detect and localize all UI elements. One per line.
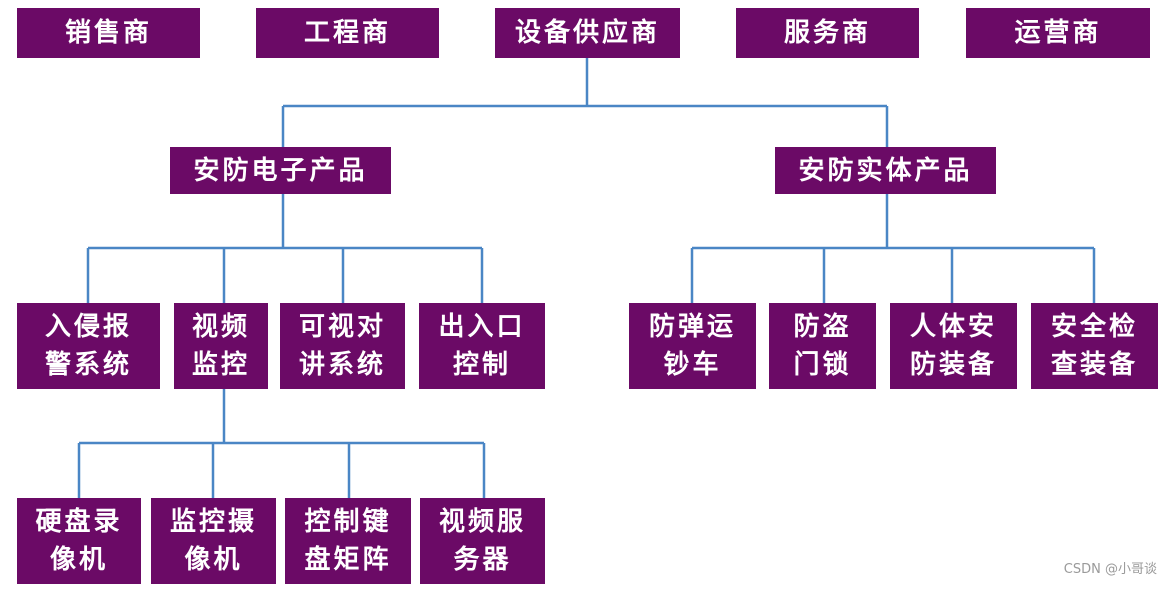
node-label-line2: 务器: [453, 545, 512, 575]
watermark: CSDN @小哥谈: [1063, 562, 1157, 577]
node-label-line1: 防盗: [793, 312, 852, 342]
node-video-intercom: 可视对 讲系统: [280, 303, 405, 389]
node-label-line2: 钞车: [663, 350, 722, 380]
node-keyboard-matrix: 控制键 盘矩阵: [285, 498, 411, 584]
node-intrusion-alarm: 入侵报 警系统: [17, 303, 160, 389]
node-distributor: 销售商: [17, 8, 200, 58]
node-dvr: 硬盘录 像机: [17, 498, 141, 584]
node-label-line2: 门锁: [793, 350, 852, 380]
node-video-server: 视频服 务器: [420, 498, 545, 584]
node-armored-vehicle: 防弹运 钞车: [629, 303, 756, 389]
node-label-line1: 入侵报: [44, 312, 132, 342]
node-label-line2: 像机: [49, 545, 108, 575]
node-label: 服务商: [783, 18, 871, 48]
node-video-surveillance: 视频 监控: [174, 303, 268, 389]
node-label-line2: 盘矩阵: [304, 545, 392, 575]
node-label-line1: 出入口: [438, 312, 526, 342]
node-label-line1: 防弹运: [648, 312, 736, 342]
node-label-line1: 硬盘录: [35, 507, 123, 537]
node-physical-products: 安防实体产品: [775, 147, 996, 194]
node-service-provider: 服务商: [736, 8, 919, 58]
node-label-line2: 像机: [184, 545, 243, 575]
node-body-protection: 人体安 防装备: [890, 303, 1017, 389]
node-access-control: 出入口 控制: [419, 303, 545, 389]
node-equipment-supplier: 设备供应商: [495, 8, 680, 58]
node-security-inspection: 安全检 查装备: [1031, 303, 1158, 389]
node-label: 工程商: [303, 18, 391, 48]
node-label-line2: 警系统: [44, 350, 132, 380]
node-label: 安防实体产品: [798, 155, 973, 186]
node-label-line2: 防装备: [909, 350, 997, 380]
node-label: 销售商: [64, 18, 152, 48]
node-label-line1: 视频服: [438, 507, 526, 537]
node-label-line1: 人体安: [909, 312, 997, 342]
node-label-line1: 控制键: [304, 507, 392, 537]
node-label: 运营商: [1014, 18, 1102, 48]
node-label-line1: 监控摄: [169, 507, 257, 537]
node-label-line2: 监控: [191, 350, 250, 380]
node-label: 安防电子产品: [193, 155, 368, 186]
node-label-line1: 视频: [191, 312, 250, 342]
node-label-line1: 可视对: [298, 312, 386, 342]
node-operator: 运营商: [966, 8, 1150, 58]
node-label-line2: 查装备: [1050, 350, 1138, 380]
node-security-door-lock: 防盗 门锁: [769, 303, 876, 389]
node-electronic-products: 安防电子产品: [170, 147, 391, 194]
node-engineer: 工程商: [256, 8, 439, 58]
node-surveillance-camera: 监控摄 像机: [151, 498, 276, 584]
node-label-line2: 控制: [452, 350, 511, 380]
node-label-line2: 讲系统: [298, 350, 386, 380]
node-label: 设备供应商: [514, 18, 660, 48]
node-label-line1: 安全检: [1050, 312, 1138, 342]
